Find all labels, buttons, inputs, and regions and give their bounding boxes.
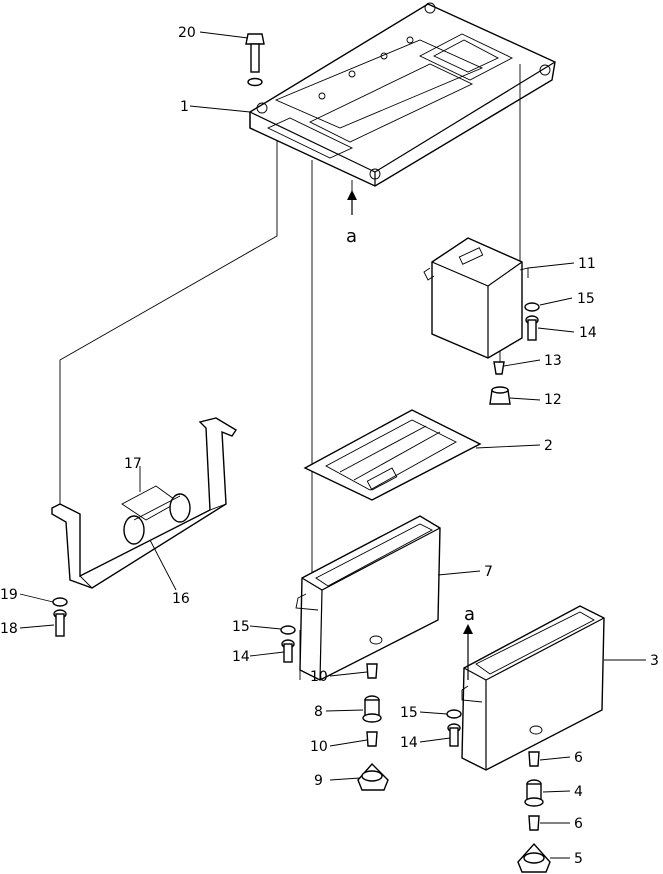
reference-a-lower: a xyxy=(464,604,475,625)
reference-a-top: a xyxy=(346,226,357,247)
callout-16: 16 xyxy=(172,591,190,607)
cap-bolt-part xyxy=(245,33,265,87)
panel-part xyxy=(249,2,556,187)
bulb-socket-part-12 xyxy=(489,386,511,405)
callout-labels: 20 1 11 15 14 13 12 2 17 7 19 16 18 15 1… xyxy=(0,25,659,867)
callout-6: 6 xyxy=(574,750,583,766)
socket-part-5 xyxy=(517,842,551,873)
callout-9: 9 xyxy=(314,773,323,789)
callout-11: 11 xyxy=(578,256,596,272)
callout-8: 8 xyxy=(314,704,323,720)
callout-6b: 6 xyxy=(574,816,583,832)
leader-lines xyxy=(19,31,646,859)
bracket-part-16 xyxy=(51,417,237,589)
gauge-unit-part-3 xyxy=(461,605,605,771)
ref-arrow-a-lower xyxy=(463,624,473,680)
screw-part-14-mid xyxy=(281,639,295,663)
socket-part-8 xyxy=(362,695,382,723)
gauge-unit-part-7 xyxy=(295,515,441,681)
callout-10: 10 xyxy=(310,669,328,685)
callout-14b: 14 xyxy=(232,649,250,665)
socket-part-9 xyxy=(357,762,389,791)
callout-10b: 10 xyxy=(310,739,328,755)
screw-part-14-lower xyxy=(447,723,461,747)
socket-part-4 xyxy=(524,779,544,807)
callout-20: 20 xyxy=(178,25,196,41)
sheet-part-2 xyxy=(303,409,482,501)
callout-12: 12 xyxy=(544,392,562,408)
assembly-guide-lines xyxy=(59,64,521,740)
callout-15c: 15 xyxy=(400,705,418,721)
callout-2: 2 xyxy=(544,438,553,454)
callout-4: 4 xyxy=(574,784,583,800)
callout-7: 7 xyxy=(484,564,493,580)
callout-14: 14 xyxy=(579,325,597,341)
callout-19: 19 xyxy=(0,587,18,603)
callout-3: 3 xyxy=(650,653,659,669)
callout-14c: 14 xyxy=(400,735,418,751)
callout-5: 5 xyxy=(574,851,583,867)
callout-15b: 15 xyxy=(232,619,250,635)
screw-part-18 xyxy=(53,609,67,637)
callout-17: 17 xyxy=(124,456,142,472)
screw-part-14-upper xyxy=(525,315,539,341)
box-part-11 xyxy=(423,237,529,359)
callout-15: 15 xyxy=(577,291,595,307)
callout-13: 13 xyxy=(544,353,562,369)
ref-arrow-a-top xyxy=(347,190,357,215)
callout-18: 18 xyxy=(0,621,18,637)
callout-1: 1 xyxy=(180,99,189,115)
